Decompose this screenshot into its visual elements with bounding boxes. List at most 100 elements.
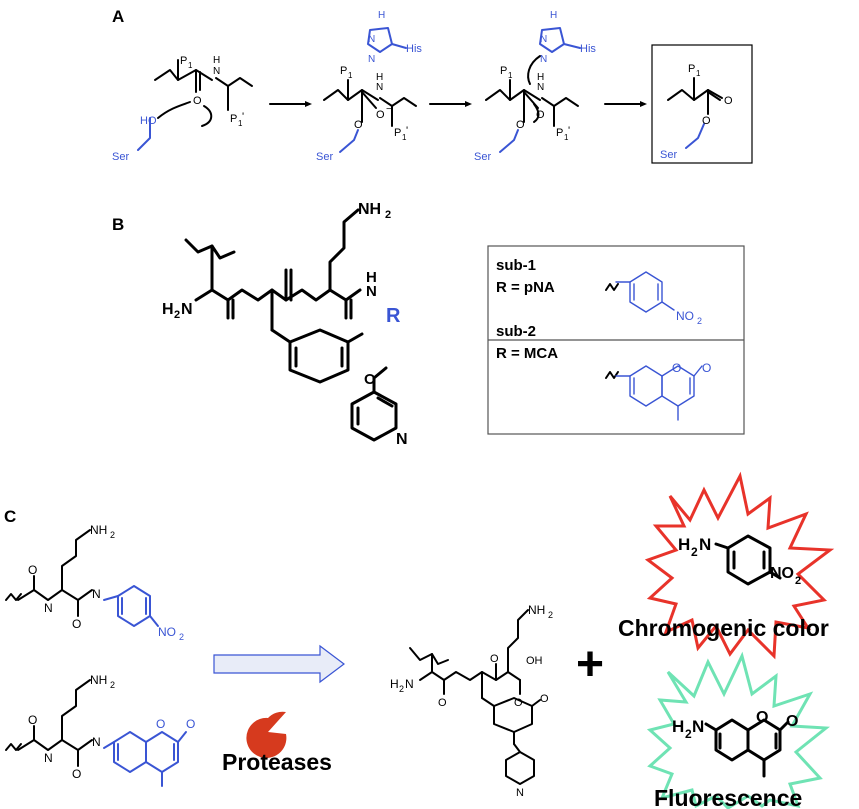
a-tetrahedral-intermediate-2 [485, 27, 581, 153]
c3-h2n-h: H [390, 677, 399, 691]
c3-o-2: O [514, 697, 523, 709]
fluorescence-burst-shape [646, 651, 830, 809]
a3-n: N [537, 82, 544, 93]
panel-c-label: C [4, 507, 16, 526]
a4-o-carbonyl: O [724, 95, 733, 107]
b-pyridine-n: N [396, 431, 408, 448]
sub-2-name: sub-2 [496, 323, 536, 340]
a1-p1prime: P [230, 113, 237, 125]
c1-nh2-sub: 2 [110, 530, 115, 540]
c2-o-1: O [28, 713, 37, 727]
a3-p1: P [500, 65, 507, 77]
a-acyl-enzyme-box [651, 44, 753, 164]
a-substrate-structure [137, 59, 253, 151]
a4-p1-sub: 1 [696, 69, 701, 78]
protease-pacman-icon [246, 711, 287, 758]
a1-p1-sub: 1 [188, 61, 193, 70]
c3-oh: OH [526, 655, 543, 667]
b-h2n-h: H [162, 301, 174, 318]
c-reaction-arrow [213, 644, 345, 684]
a2-p1-sub: 1 [348, 71, 353, 80]
a3-ser: Ser [474, 151, 491, 163]
c-substrate-2 [5, 679, 187, 787]
pna-h2n-h: H [678, 535, 690, 554]
sub-2-ring-o: O [672, 361, 681, 375]
c2-nh2-sub: 2 [110, 680, 115, 690]
a2-his-n-bottom: N [368, 54, 375, 65]
a1-p1prime-sub: 1 [238, 119, 243, 128]
a2-ser: Ser [316, 151, 333, 163]
a1-h: H [213, 55, 220, 66]
amc-h2n-sub: 2 [685, 727, 692, 741]
c2-n-2: N [92, 735, 101, 749]
sub-1-pna-structure [605, 271, 675, 313]
a2-minus: − [386, 104, 392, 115]
b-nh2-top-sub: 2 [385, 209, 391, 221]
c1-nh2: NH [90, 523, 107, 537]
a-acyl-enzyme-structure [667, 77, 723, 149]
panel-b-label: B [112, 215, 124, 234]
protease-label: Proteases [222, 749, 332, 775]
a1-n: N [213, 66, 220, 77]
a-arrow-2-head [465, 101, 472, 107]
sub-1-no2: NO [676, 309, 694, 323]
a2-p1: P [340, 65, 347, 77]
c3-o-1: O [438, 697, 447, 709]
sub-2-carbonyl-o: O [702, 361, 711, 375]
a1-ho: HO [140, 115, 157, 127]
b-nh2-top: NH [358, 201, 381, 218]
sub-1-r-line: R = pNA [496, 279, 555, 296]
amc-h2n-n: N [692, 717, 704, 736]
a3-o: O [536, 109, 545, 121]
c-cleaved-peptide [409, 609, 541, 785]
c2-carbonyl-o: O [186, 717, 195, 731]
a4-p1: P [688, 63, 695, 75]
a3-his-h-top: H [550, 10, 557, 21]
a2-h: H [376, 72, 383, 83]
c-substrate-1 [5, 529, 159, 627]
amc-ring-o: O [756, 709, 768, 726]
c1-no2-sub: 2 [179, 632, 184, 642]
a3-p1prime: P [556, 127, 563, 139]
c3-o-3: O [490, 653, 499, 665]
pna-h2n-sub: 2 [691, 545, 698, 559]
chromogenic-label: Chromogenic color [618, 615, 829, 641]
a3-his-n-bottom: N [540, 54, 547, 65]
a3-his-n-top: N [540, 34, 547, 45]
c1-n-2: N [92, 587, 101, 601]
amc-carbonyl-o: O [786, 713, 798, 730]
a-arrow-1-head [305, 101, 312, 107]
c3-ether-o: O [540, 693, 549, 705]
c1-no2: NO [158, 625, 176, 639]
sub-2-r-line: R = MCA [496, 345, 558, 362]
c1-n-1: N [44, 601, 53, 615]
amc-h2n-h: H [672, 717, 684, 736]
fluorescence-label: Fluorescence [654, 785, 802, 809]
a-tetrahedral-intermediate-1 [323, 27, 417, 153]
c3-nh2: NH [528, 603, 545, 617]
b-nh-r-h: H [366, 269, 377, 286]
a2-o-minus: O [376, 109, 385, 121]
a3-p1prime-sub: 1 [564, 133, 569, 142]
chromogenic-burst-shape [644, 471, 835, 660]
c2-n-1: N [44, 751, 53, 765]
b-ether-o: O [364, 371, 376, 388]
a1-p1: P [180, 55, 187, 67]
pna-no2-sub: 2 [795, 575, 801, 587]
a3-prime-mark: ' [568, 125, 570, 137]
sub-1-no2-sub: 2 [697, 316, 702, 326]
b-nh-r-n: N [366, 283, 377, 300]
c2-nh2: NH [90, 673, 107, 687]
b-r-group: R [386, 305, 401, 327]
c2-ring-o: O [156, 717, 165, 731]
c3-pyridine-n: N [516, 787, 524, 799]
a2-p1prime-sub: 1 [402, 133, 407, 142]
plus-sign: + [576, 638, 604, 691]
c3-nh2-sub: 2 [548, 610, 553, 620]
a2-his: His [406, 43, 422, 55]
a2-prime-mark: ' [406, 125, 408, 137]
a2-his-h-top: H [378, 10, 385, 21]
pna-no2: NO [770, 565, 794, 582]
a4-ser: Ser [660, 149, 677, 161]
